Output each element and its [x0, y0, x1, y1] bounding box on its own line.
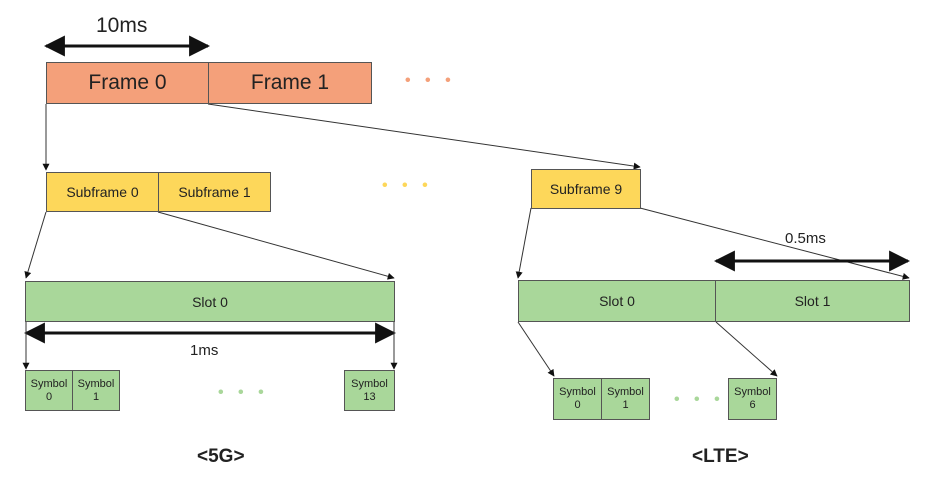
label-lte: <LTE> — [692, 446, 749, 467]
subframe0-to-slot-left-line — [24, 211, 47, 279]
frame-0-box: Frame 0 — [46, 62, 209, 104]
symbol-name: Symbol — [77, 377, 115, 390]
symbol-name: Symbol — [559, 386, 596, 398]
slot-5g-duration-label: 1ms — [190, 342, 219, 359]
subframe-ellipsis: • • • — [382, 177, 433, 194]
subframe0-to-slot-right-line — [157, 211, 395, 280]
subframe9-to-slot-left-line — [515, 207, 532, 279]
symbol-index: 0 — [574, 399, 581, 411]
frame-1-box: Frame 1 — [208, 62, 372, 104]
subframe9-to-slot-right-line — [639, 207, 910, 280]
symbol-lte-1: Symbol 1 — [601, 378, 650, 420]
symbol-lte-ellipsis: • • • — [674, 391, 725, 408]
frame-ellipsis: • • • — [405, 72, 456, 89]
slot-lte-duration-label: 0.5ms — [785, 230, 826, 247]
symbol-index: 1 — [622, 399, 629, 411]
symbol-name: Symbol — [30, 377, 68, 390]
symbol-5g-0: Symbol 0 — [25, 370, 73, 411]
subframe-1-box: Subframe 1 — [158, 172, 271, 212]
slot-5g-box: Slot 0 — [25, 281, 395, 322]
symbol-index: 13 — [363, 390, 376, 403]
subframe-9-box: Subframe 9 — [531, 169, 641, 209]
slotlte-to-symbol-left-line — [517, 321, 555, 377]
slot-lte-0-box: Slot 0 — [518, 280, 716, 322]
slotlte-to-symbol-right-line — [715, 321, 778, 377]
symbol-5g-ellipsis: • • • — [218, 384, 269, 401]
symbol-lte-0: Symbol 0 — [553, 378, 602, 420]
symbol-index: 1 — [92, 390, 100, 403]
symbol-name: Symbol — [734, 386, 771, 398]
subframe-0-box: Subframe 0 — [46, 172, 159, 212]
frame-to-subframe9-line — [207, 103, 641, 170]
symbol-5g-1: Symbol 1 — [72, 370, 120, 411]
slot-lte-1-box: Slot 1 — [715, 280, 910, 322]
symbol-index: 6 — [749, 399, 756, 411]
frame-duration-label: 10ms — [96, 14, 148, 37]
symbol-name: Symbol — [607, 386, 644, 398]
symbol-name: Symbol — [351, 377, 388, 390]
label-5g: <5G> — [197, 446, 245, 467]
symbol-5g-13: Symbol 13 — [344, 370, 395, 411]
symbol-index: 0 — [45, 390, 53, 403]
symbol-lte-6: Symbol 6 — [728, 378, 777, 420]
